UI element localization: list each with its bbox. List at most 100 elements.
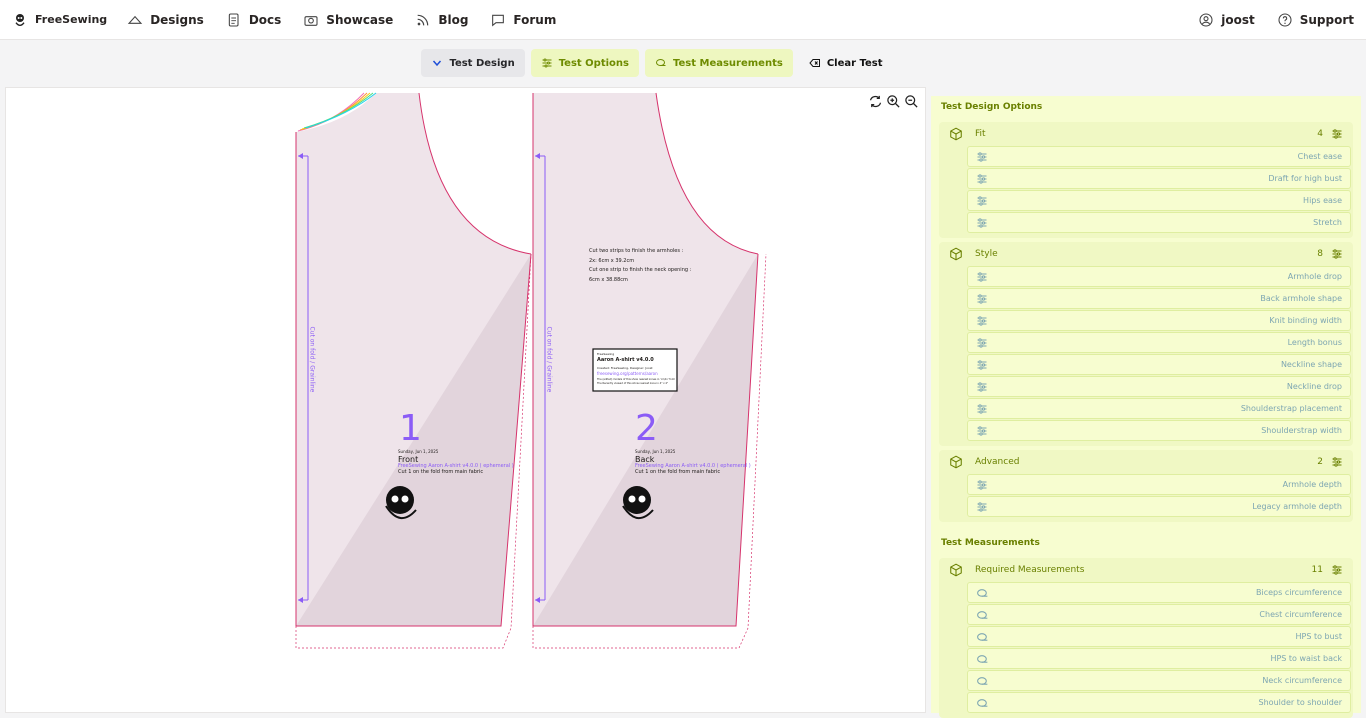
option-item[interactable]: Shoulderstrap placement: [967, 398, 1351, 419]
back-skull-logo-icon: [622, 486, 654, 519]
option-item[interactable]: Biceps circumference: [967, 582, 1351, 603]
zoom-out-icon[interactable]: [904, 94, 919, 109]
note-line: Cut two strips to finish the armholes :: [589, 248, 684, 254]
sliders-icon: [542, 58, 552, 68]
nav-item-blog[interactable]: Blog: [415, 12, 468, 28]
option-label: Stretch: [1313, 218, 1342, 227]
test-design-label: Test Design: [449, 57, 515, 69]
sliders-icon: [976, 271, 988, 283]
sliders-icon: [976, 479, 988, 491]
nav-item-showcase[interactable]: Showcase: [303, 12, 393, 28]
option-label: Back armhole shape: [1260, 294, 1342, 303]
nav-item-docs[interactable]: Docs: [226, 12, 281, 28]
measuring-tape-icon: [976, 631, 988, 643]
group-name: Fit: [975, 129, 986, 139]
front-cut: Cut 1 on the fold from main fabric: [398, 468, 484, 475]
sliders-icon: [976, 381, 988, 393]
option-item[interactable]: Length bonus: [967, 332, 1351, 353]
title-brand: FreeSewing: [597, 352, 615, 356]
sliders-icon: [976, 151, 988, 163]
back-piece: [532, 92, 767, 649]
user-account-link[interactable]: joost: [1198, 12, 1255, 28]
cube-icon: [949, 563, 963, 577]
front-piece-info: Sunday, Jun 1, 2025 Front FreeSewing Aar…: [398, 449, 514, 475]
option-label: HPS to bust: [1295, 632, 1343, 641]
sliders-icon: [1331, 248, 1343, 260]
nav-item-forum[interactable]: Forum: [490, 12, 556, 28]
support-link[interactable]: Support: [1277, 12, 1354, 28]
back-grainline-label: Cut on fold / Grainline: [545, 326, 553, 393]
group-name: Advanced: [975, 457, 1020, 467]
option-item[interactable]: HPS to waist back: [967, 648, 1351, 669]
brand-link[interactable]: FreeSewing: [12, 12, 107, 28]
option-label: Armhole depth: [1282, 480, 1342, 489]
nav-item-designs[interactable]: Designs: [127, 12, 204, 28]
test-toolbar: Test Design Test Options Test Measuremen…: [0, 40, 1366, 86]
sliders-icon: [976, 217, 988, 229]
pattern-canvas[interactable]: Cut on fold / Grainline Cut on fold / Gr…: [5, 87, 926, 713]
test-design-button[interactable]: Test Design: [421, 49, 525, 77]
rss-icon: [417, 14, 429, 25]
option-item[interactable]: Legacy armhole depth: [967, 496, 1351, 517]
cube-icon: [949, 455, 963, 469]
measuring-tape-icon: [976, 653, 988, 665]
measuring-tape-icon: [976, 675, 988, 687]
top-navbar: FreeSewing Designs Docs Showcase Blog Fo…: [0, 0, 1366, 40]
option-item[interactable]: Neck circumference: [967, 670, 1351, 691]
option-item[interactable]: Hips ease: [967, 190, 1351, 211]
note-line: 2x: 6cm x 39.2cm: [589, 257, 635, 264]
support-label: Support: [1299, 12, 1354, 27]
measuring-tape-icon: [656, 59, 666, 66]
back-cut: Cut 1 on the fold from main fabric: [635, 468, 721, 475]
sliders-icon: [1331, 564, 1343, 576]
option-item[interactable]: HPS to bust: [967, 626, 1351, 647]
option-label: Shoulderstrap placement: [1240, 404, 1342, 413]
option-item[interactable]: Chest ease: [967, 146, 1351, 167]
title-fine: The Recently viewed of this show nearest…: [597, 381, 669, 385]
reset-zoom-icon[interactable]: [868, 94, 883, 109]
option-item[interactable]: Armhole depth: [967, 474, 1351, 495]
front-piece: [295, 92, 532, 649]
option-item[interactable]: Knit binding width: [967, 310, 1351, 331]
measurements-title: Test Measurements: [941, 538, 1040, 548]
clear-test-button[interactable]: Clear Test: [799, 49, 893, 77]
designs-icon: [127, 15, 143, 24]
option-item[interactable]: Back armhole shape: [967, 288, 1351, 309]
front-skull-logo-icon: [385, 486, 417, 519]
sliders-icon: [976, 195, 988, 207]
sliders-icon: [976, 315, 988, 327]
camera-icon: [304, 15, 318, 26]
cube-icon: [949, 247, 963, 261]
option-item[interactable]: Stretch: [967, 212, 1351, 233]
nav-label-blog: Blog: [438, 12, 469, 27]
group-name: Required Measurements: [975, 565, 1085, 575]
docs-icon: [228, 12, 239, 27]
option-label: Knit binding width: [1269, 316, 1342, 325]
test-options-button[interactable]: Test Options: [530, 49, 639, 77]
option-item[interactable]: Draft for high bust: [967, 168, 1351, 189]
measuring-tape-icon: [976, 587, 988, 599]
clear-test-label: Clear Test: [826, 57, 883, 69]
back-date: Sunday, Jun 1, 2025: [635, 449, 676, 454]
option-item[interactable]: Shoulderstrap width: [967, 420, 1351, 441]
option-item[interactable]: Neckline shape: [967, 354, 1351, 375]
option-item[interactable]: Neckline drop: [967, 376, 1351, 397]
option-item[interactable]: Chest circumference: [967, 604, 1351, 625]
option-label: Neckline drop: [1286, 382, 1342, 391]
front-date: Sunday, Jun 1, 2025: [398, 449, 439, 454]
option-item[interactable]: Armhole drop: [967, 266, 1351, 287]
front-grainline-label: Cut on fold / Grainline: [308, 326, 316, 393]
zoom-in-icon[interactable]: [886, 94, 901, 109]
option-item[interactable]: Shoulder to shoulder: [967, 692, 1351, 713]
option-label: Chest ease: [1297, 152, 1342, 161]
title-name: Aaron A-shirt v4.0.0: [597, 356, 654, 363]
back-design: FreeSewing Aaron A-shirt v4.0.0 ( epheme…: [635, 462, 751, 469]
title-fine: The (edited) models of this show nearest…: [597, 378, 675, 382]
test-measurements-button[interactable]: Test Measurements: [645, 49, 793, 77]
sliders-icon: [1331, 128, 1343, 140]
